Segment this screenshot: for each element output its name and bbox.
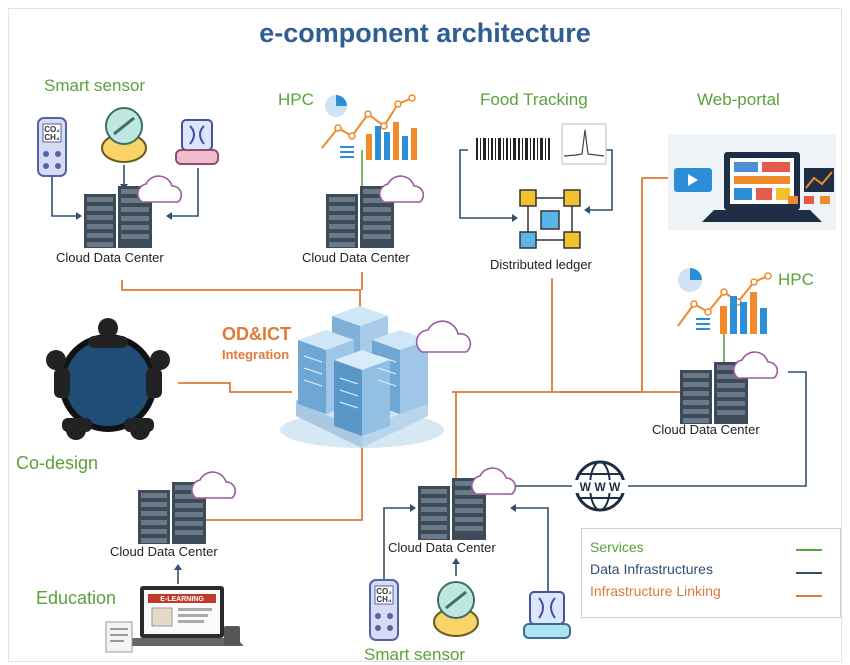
education-label: Education xyxy=(36,588,117,608)
data-sensor-right-top xyxy=(168,168,199,217)
smart-sensor-bottom-devices xyxy=(369,579,571,641)
hpc-top-bars xyxy=(366,122,417,160)
diagram-frame xyxy=(8,8,842,662)
elearning-label: E-LEARNING xyxy=(160,596,204,603)
data-bottom-sensor-right xyxy=(512,507,549,592)
legend-services-line xyxy=(796,549,822,551)
hpc-right-icon xyxy=(677,268,772,334)
service-links xyxy=(361,150,725,366)
link-top-left-dc xyxy=(121,280,361,318)
server-tower-front xyxy=(334,350,390,436)
smart-sensor-top-devices xyxy=(37,107,219,177)
cloud-data-center-top-left-icon xyxy=(84,175,183,248)
www-text: W W W xyxy=(580,480,621,494)
distributed-ledger-label: Distributed ledger xyxy=(490,257,592,272)
web-portal-icon xyxy=(668,134,836,230)
link-bottom-left-dc xyxy=(178,440,363,521)
co-design-label: Co-design xyxy=(16,453,99,473)
cloud-data-center-label-top-center: Cloud Data Center xyxy=(302,250,410,265)
co2-label-bottom: CO₂ xyxy=(376,587,392,596)
integration-label: Integration xyxy=(222,347,290,362)
central-cloud-icon xyxy=(415,320,472,353)
data-bottom-sensor-left xyxy=(383,507,414,580)
dna-sensor-icon xyxy=(175,119,219,165)
cloud-data-center-right-icon xyxy=(680,351,779,424)
link-co-design xyxy=(178,382,292,393)
blockchain-icon xyxy=(519,189,581,249)
dna-sensor-bottom-icon xyxy=(523,591,571,639)
gas-sensor-icon xyxy=(37,117,67,177)
link-ledger xyxy=(452,278,553,393)
legend-services-label: Services xyxy=(590,539,644,555)
web-portal-label: Web-portal xyxy=(697,90,780,109)
cloud-data-center-top-center-icon xyxy=(326,175,425,248)
cloud-data-center-label-right: Cloud Data Center xyxy=(652,422,760,437)
central-server-cluster xyxy=(280,306,472,448)
lab-analyzer-icon xyxy=(101,107,147,163)
cloud-data-center-bottom-center-icon xyxy=(418,467,517,540)
barcode-icon xyxy=(476,138,550,160)
smart-sensor-bottom-label: Smart sensor xyxy=(364,645,466,664)
spectrum-chart-icon xyxy=(561,123,607,165)
www-globe-icon: W W W xyxy=(572,460,628,512)
data-food-left xyxy=(459,149,516,219)
data-sensor-left-top xyxy=(51,176,80,217)
cloud-data-center-label-top-left: Cloud Data Center xyxy=(56,250,164,265)
ch4-label: CH₄ xyxy=(44,133,60,142)
smart-sensor-top-label: Smart sensor xyxy=(44,76,146,95)
hpc-right-label: HPC xyxy=(778,270,814,289)
diagram-title: e-component architecture xyxy=(259,18,591,48)
legend: Services Data Infrastructures Infrastruc… xyxy=(581,528,841,618)
legend-infrastructure-linking-line xyxy=(796,595,822,597)
co-design-icon xyxy=(46,318,170,440)
cloud-data-center-bottom-left-icon xyxy=(138,471,237,544)
data-right-dc-www xyxy=(628,371,807,487)
cloud-data-center-label-bottom-center: Cloud Data Center xyxy=(388,540,496,555)
data-infrastructure-links xyxy=(51,149,807,592)
ch4-label-bottom: CH₄ xyxy=(376,595,392,604)
hpc-top-icon xyxy=(321,94,417,160)
legend-infrastructure-linking-label: Infrastructure Linking xyxy=(590,583,721,599)
food-tracking-icons xyxy=(476,123,607,249)
legend-data-infrastructures-line xyxy=(796,572,822,574)
cloud-data-center-label-bottom-left: Cloud Data Center xyxy=(110,544,218,559)
lab-analyzer-bottom-icon xyxy=(433,581,479,637)
gas-sensor-bottom-icon xyxy=(369,579,399,641)
hpc-top-label: HPC xyxy=(278,90,314,109)
od-ict-label: OD&ICT xyxy=(222,324,291,344)
legend-data-infrastructures-label: Data Infrastructures xyxy=(590,561,713,577)
cloud-data-center-icons xyxy=(84,175,779,544)
co2-label: CO₂ xyxy=(44,125,60,134)
hpc-right-bars xyxy=(720,292,767,334)
food-tracking-label: Food Tracking xyxy=(480,90,588,109)
education-laptop-icon xyxy=(105,586,244,653)
